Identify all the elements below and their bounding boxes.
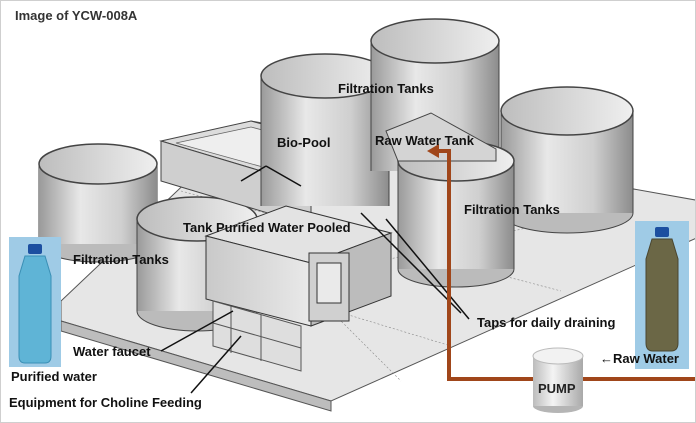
purified-water-tank (204, 205, 393, 327)
label-filtration-tanks-top: Filtration Tanks (338, 81, 434, 96)
label-purified-water: Purified water (11, 369, 97, 384)
label-choline-feeding: Equipment for Choline Feeding (9, 395, 202, 410)
label-filtration-tanks-left: Filtration Tanks (73, 252, 169, 267)
choline-feeding-equipment (212, 300, 302, 372)
label-filtration-tanks-right: Filtration Tanks (464, 202, 560, 217)
label-water-faucet: Water faucet (73, 344, 151, 359)
label-raw-water-tank: Raw Water Tank (375, 133, 474, 148)
label-bio-pool: Bio-Pool (277, 135, 331, 150)
label-raw-water: ←Raw Water (600, 351, 679, 366)
page-title: Image of YCW-008A (15, 8, 138, 23)
pump (532, 347, 584, 413)
label-tank-purified-water: Tank Purified Water Pooled (183, 220, 351, 235)
raw-water-bottle (635, 221, 689, 369)
label-taps-daily-draining: Taps for daily draining (477, 315, 616, 330)
filtration-tank-top-left (260, 53, 390, 206)
filtration-tank-far-right (500, 86, 634, 234)
purified-water-bottle (9, 237, 61, 367)
label-pump: PUMP (538, 381, 576, 396)
leader-lines (160, 165, 470, 394)
filtration-tank-left-back (38, 143, 158, 263)
